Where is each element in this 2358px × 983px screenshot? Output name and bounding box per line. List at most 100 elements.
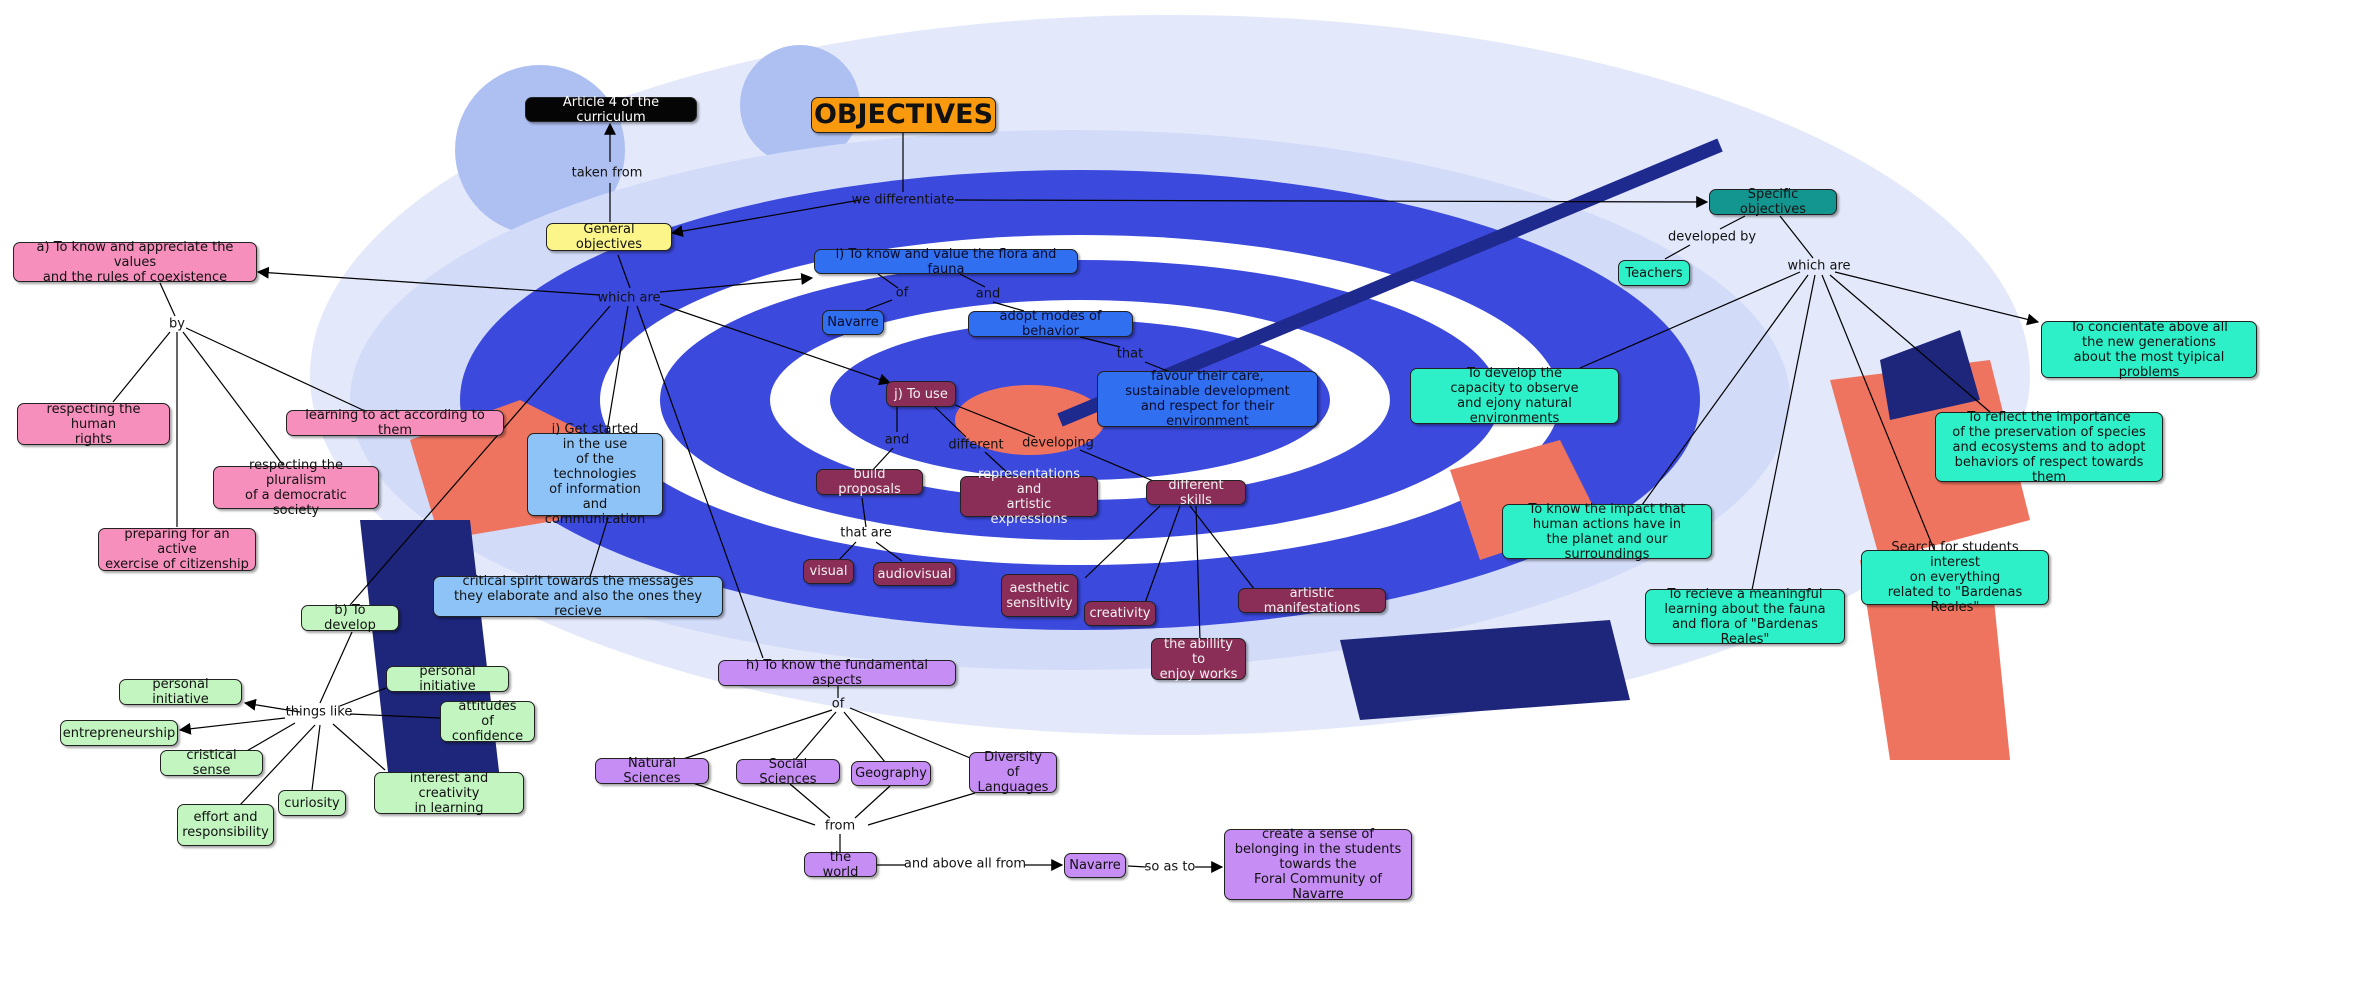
get-started-node: i) Get started in the use of the technol… (527, 422, 663, 527)
label-developing: developing (1022, 435, 1094, 451)
b-develop-node: b) To develop (301, 603, 399, 633)
attitudes-confidence-node: attitudes of confidence (440, 699, 535, 744)
curiosity-node: curiosity (278, 790, 346, 816)
label-of-2: of (831, 696, 845, 712)
critical-spirit-node: critical spirit towards the messages the… (433, 574, 723, 619)
link-of-geography (843, 711, 886, 763)
social-sciences-node: Social Sciences (736, 757, 840, 787)
link-build-that-are (861, 497, 867, 528)
link-b-things-like (319, 631, 353, 704)
link-by-human-rights (112, 331, 171, 403)
favour-care-node: favour their care, sustainable developme… (1097, 369, 1318, 429)
adopt-modes-node: adopt modes of behavior (968, 309, 1133, 339)
link-which-are-meaningful (1751, 274, 1816, 591)
link-of-social (794, 711, 837, 761)
personal-initiative-1-node: personal initiative (119, 677, 242, 707)
label-and-1: and (975, 286, 1001, 302)
link-which-are-search (1821, 274, 1936, 553)
to-use-node: j) To use (886, 381, 956, 407)
navarre-bottom-node: Navarre (1064, 853, 1126, 878)
link-different-representations (984, 451, 1013, 478)
link-things-like-interest (332, 723, 386, 771)
link-which-are-a (256, 266, 601, 296)
sense-belonging-node: create a sense of belonging in the stude… (1224, 827, 1412, 902)
link-navarre-so-as-to (1127, 865, 1147, 868)
label-things-like: things like (285, 704, 353, 720)
link-we-differentiate-specific (954, 195, 1709, 208)
link-which-are-develop-capacity (1579, 271, 1801, 369)
pluralism-node: respecting the pluralism of a democratic… (213, 458, 379, 518)
link-flora-and (959, 273, 986, 288)
effort-responsibility-node: effort and responsibility (177, 804, 274, 846)
build-proposals-node: build proposals (816, 467, 923, 497)
flora-fauna-node: l) To know and value the flora and fauna (814, 247, 1078, 277)
link-by-pluralism (182, 331, 284, 466)
label-that-are: that are (840, 525, 892, 541)
link-things-like-curiosity (311, 724, 321, 791)
link-things-like-entrepreneurship (178, 717, 286, 735)
label-that-1: that (1116, 346, 1144, 362)
link-things-like-init1 (243, 698, 301, 713)
link-by-learning-act (185, 327, 366, 412)
natural-sciences-node: Natural Sciences (595, 756, 709, 786)
navarre-top-node: Navarre (822, 310, 884, 335)
label-and-2: and (884, 432, 910, 448)
link-adopt-that (1079, 336, 1121, 348)
link-geography-from (854, 785, 891, 819)
citizenship-node: preparing for an active exercise of citi… (98, 527, 256, 572)
label-we-differentiate: we differentiate (851, 192, 955, 208)
link-general-which-are (617, 254, 631, 289)
link-developed-by-teachers (1664, 244, 1691, 260)
label-different: different (948, 437, 1004, 453)
critical-sense-node: cristical sense (160, 748, 263, 778)
link-which-are-h (636, 305, 764, 659)
link-skills-aesthetic (1084, 505, 1161, 579)
link-which-are-j (659, 303, 892, 386)
link-of-natural (679, 709, 833, 761)
link-specific-which-are (1779, 215, 1814, 259)
link-we-differentiate-general (670, 199, 861, 238)
personal-initiative-2-node: personal initiative (386, 664, 509, 694)
label-taken-from: taken from (571, 165, 643, 181)
general-objectives-node: General objectives (546, 222, 672, 252)
diversity-languages-node: Diversity of Languages (969, 750, 1057, 795)
geography-node: Geography (851, 761, 931, 786)
label-which-are-right: which are (1787, 258, 1851, 274)
link-flora-of (877, 273, 899, 289)
label-by: by (169, 316, 185, 332)
link-diversity-from (867, 792, 976, 826)
specific-objectives-node: Specific objectives (1709, 187, 1837, 217)
label-from: from (824, 818, 856, 834)
values-coexistence-node: a) To know and appreciate the values and… (13, 240, 257, 285)
label-and-above-all-from: and above all from (903, 856, 1027, 872)
know-impact-node: To know the impact that human actions ha… (1502, 502, 1712, 562)
link-developing-skills (1079, 449, 1159, 484)
link-that-are-audiovisual (875, 541, 903, 562)
link-of-navarre (865, 299, 893, 311)
article4-node: Article 4 of the curriculum (525, 95, 697, 125)
learning-act-node: learning to act according to them (286, 408, 504, 438)
link-specific-developed-by (1719, 215, 1746, 230)
link-j-developing (954, 404, 1036, 438)
link-that-favour (1144, 361, 1171, 373)
search-interest-node: Search for students interest on everythi… (1861, 540, 2049, 615)
artistic-manifestations-node: artistic manifestations (1238, 586, 1386, 616)
link-things-like-attitudes (349, 713, 441, 719)
ability-enjoy-node: the abillity to enjoy works (1151, 637, 1246, 682)
link-social-from (789, 783, 831, 819)
link-which-are-reflect (1829, 274, 1991, 413)
aesthetic-sensitivity-node: aesthetic sensitivity (1001, 574, 1078, 617)
develop-capacity-node: To develop the capacity to observe and e… (1410, 366, 1619, 426)
link-which-are-concientate (1834, 271, 2040, 326)
interest-creativity-node: interest and creativity in learning (374, 771, 524, 816)
link-j-different (934, 406, 967, 438)
meaningful-learning-node: To recieve a meaningful learning about t… (1645, 587, 1845, 647)
link-skills-ability (1195, 505, 1201, 641)
link-which-are-get-started (606, 305, 629, 433)
link-which-are-know-impact (1641, 274, 1809, 506)
objectives-title: OBJECTIVES (811, 97, 996, 133)
link-things-like-effort (239, 724, 316, 806)
link-things-like-critical-sense (244, 722, 296, 753)
link-skills-artistic (1189, 505, 1256, 591)
